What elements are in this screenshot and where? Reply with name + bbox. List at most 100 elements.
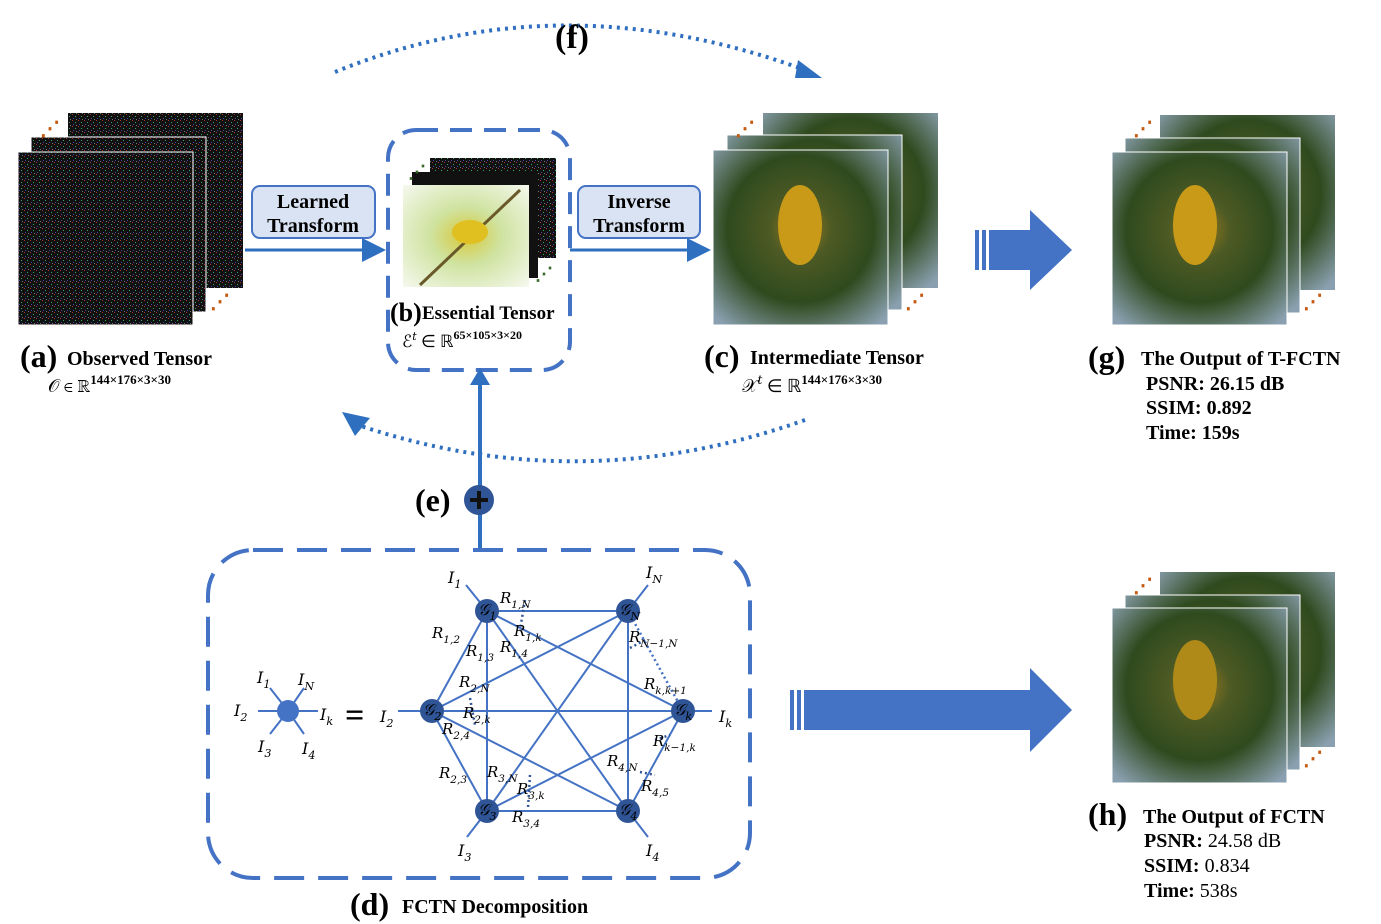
edge-line [627, 710, 684, 812]
essential-tensor-title: Essential Tensor [422, 303, 555, 324]
inverse-transform-box: Inverse Transform [577, 185, 701, 239]
label-b: (b) [390, 298, 422, 327]
fctn-output-title: The Output of FCTN [1143, 806, 1325, 828]
leg-label: IN [645, 563, 663, 586]
leg-label: I1 [447, 568, 461, 591]
edge-line [431, 610, 488, 712]
observed-tensor-image: ⋰ ⋰ [17, 113, 243, 326]
label-g: (g) [1088, 339, 1125, 375]
edge-label: R2,N [458, 673, 490, 695]
edge-line [486, 710, 684, 812]
core-tensor-label: 𝒢1 [478, 600, 497, 623]
t-fctn-output-image: ⋰ ⋰ [1111, 115, 1335, 326]
observed-tensor-title: Observed Tensor [67, 348, 212, 370]
fctn-time: Time: 538s [1144, 880, 1238, 902]
feedback-arc-top [334, 23, 806, 74]
intermediate-tensor-image: ⋰ ⋰ [712, 113, 938, 326]
essential-tensor-formula: ℰt ∈ ℝ65×105×3×20 [402, 328, 522, 351]
label-f: (f) [555, 19, 589, 56]
core-tensor-label: 𝒢N [619, 600, 641, 623]
learned-transform-box: Learned Transform [251, 185, 376, 239]
big-arrow-bottom [790, 668, 1072, 752]
ellipsis-dots-icon: ⋰ [735, 118, 755, 140]
edge-label: R3,N [486, 763, 518, 785]
t-fctn-ssim: SSIM: 0.892 [1146, 397, 1252, 419]
omitted-edge-line [626, 610, 685, 712]
leg-label: I4 [645, 841, 659, 864]
essential-tensor-image: ⋰ ⋰ [403, 158, 556, 287]
x0-node [277, 700, 299, 722]
edge-label: Rk,k+1 [643, 675, 687, 697]
label-a: (a) [20, 338, 57, 374]
label-e: (e) [415, 482, 451, 518]
ellipsis-dots-icon: ⋰ [408, 162, 426, 182]
edge-label: R4,N [606, 752, 638, 774]
intermediate-tensor-title: Intermediate Tensor [750, 347, 924, 369]
label-h: (h) [1088, 796, 1127, 832]
edge-line [431, 710, 629, 812]
leg-label: Ik [718, 707, 732, 730]
edge-line [431, 610, 629, 712]
t-fctn-output-title: The Output of T-FCTN [1141, 348, 1341, 370]
edge-label: R2,4 [441, 720, 470, 742]
leg-label: I2 [379, 707, 393, 730]
fctn-psnr: PSNR: 24.58 dB [1144, 830, 1281, 852]
t-fctn-time: Time: 159s [1146, 422, 1240, 444]
edge-line [486, 610, 684, 712]
fctn-ssim: SSIM: 0.834 [1144, 855, 1250, 877]
edge-label: R1,k [513, 622, 542, 644]
core-tensor-label: 𝒢4 [619, 800, 638, 823]
edge-label: R2,k [462, 704, 491, 726]
fctn-decomposition-title: FCTN Decomposition [402, 896, 588, 918]
x0-leg-label: I3 [257, 737, 271, 760]
fctn-output-image: ⋰ ⋰ [1111, 572, 1335, 784]
ellipsis-dots-icon: ⋰ [535, 264, 553, 284]
arrowhead-icon [342, 412, 370, 436]
edge-label: R4,5 [640, 777, 669, 799]
equals-sign: = [345, 697, 364, 734]
feedback-arc-bottom [357, 418, 806, 464]
edge-label: R3,4 [511, 808, 540, 830]
ellipsis-dots-icon: ⋰ [40, 118, 60, 140]
big-arrow-top [975, 210, 1072, 290]
omitted-edge-line [518, 599, 527, 631]
arrowhead-icon [795, 60, 822, 78]
core-tensor-node [616, 799, 640, 823]
edge-label: R2,3 [438, 764, 467, 786]
core-tensor-node [671, 699, 695, 723]
observed-tensor-formula: 𝒪 ∈ ℝ144×176×3×30 [48, 372, 171, 396]
core-tensor-node [475, 799, 499, 823]
edge-label: R1,4 [499, 638, 528, 660]
edge-label: RN−1,N [628, 628, 678, 650]
edge-label: Rk−1,k [652, 732, 696, 754]
core-tensor-label: 𝒢k [674, 700, 692, 723]
ellipsis-dots-icon: ⋰ [1303, 291, 1323, 313]
label-c: (c) [704, 338, 740, 374]
ellipsis-dots-icon: ⋰ [905, 291, 925, 313]
plus-icon [470, 491, 488, 509]
svg-text:Transform: Transform [267, 215, 359, 237]
svg-text:Inverse: Inverse [607, 191, 670, 213]
leg-label: I3 [457, 841, 471, 864]
ellipsis-dots-icon: ⋰ [210, 291, 230, 313]
t-fctn-psnr: PSNR: 26.15 dB [1146, 373, 1284, 395]
label-d: (d) [350, 886, 389, 922]
x0-leg-label: I1 [256, 668, 270, 691]
edge-label: R3,k [516, 780, 545, 802]
x0-leg-label: I2 [233, 701, 247, 724]
x0-leg-label: I4 [301, 739, 315, 762]
intermediate-tensor-formula: 𝒳t ∈ ℝ144×176×3×30 [742, 372, 882, 396]
svg-text:Transform: Transform [593, 215, 685, 237]
x0-leg-label: Ik [319, 705, 333, 728]
ellipsis-dots-icon: ⋰ [1303, 748, 1323, 770]
core-tensor-node [420, 699, 444, 723]
ellipsis-dots-icon: ⋰ [1133, 118, 1153, 140]
x0-leg-label: IN [297, 670, 315, 693]
ellipsis-dots-icon: ⋰ [1133, 575, 1153, 597]
core-tensor-label: 𝒢2 [423, 700, 442, 723]
edge-label: R1,N [499, 589, 531, 611]
arrowhead-icon [470, 368, 490, 385]
fctn-decomposition-frame [206, 548, 752, 880]
